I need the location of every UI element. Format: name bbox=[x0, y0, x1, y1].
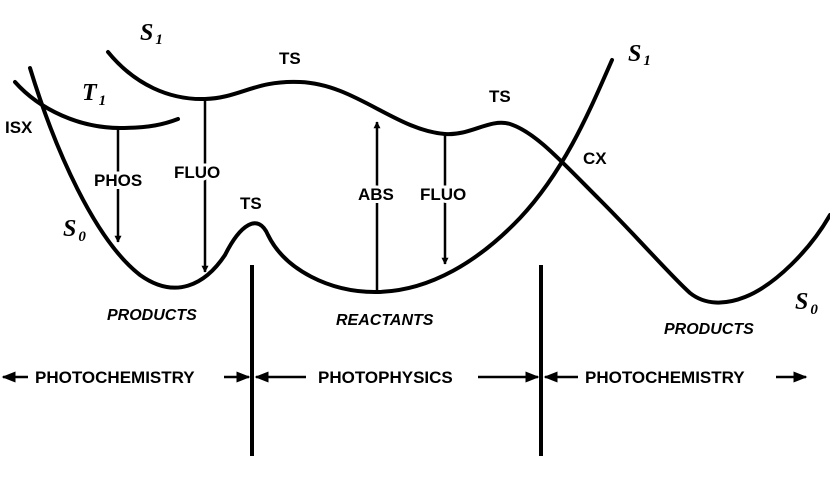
cx-label: CX bbox=[583, 149, 607, 168]
s0-curve bbox=[28, 58, 614, 294]
fluo-right-label: FLUO bbox=[420, 185, 466, 204]
abs-label: ABS bbox=[358, 185, 394, 204]
s1-curve bbox=[106, 50, 830, 305]
isx-label: ISX bbox=[5, 118, 33, 137]
products-left-label: PRODUCTS bbox=[107, 307, 197, 324]
phos-label: PHOS bbox=[94, 171, 142, 190]
ts-right-label: TS bbox=[489, 87, 511, 106]
fluo-left-label: FLUO bbox=[174, 163, 220, 182]
t1-curve bbox=[13, 80, 180, 130]
domain-right-label: PHOTOCHEMISTRY bbox=[585, 368, 745, 387]
domain-left-label: PHOTOCHEMISTRY bbox=[35, 368, 195, 387]
domain-middle-label: PHOTOPHYSICS bbox=[318, 368, 453, 387]
ts-bottom-label: TS bbox=[240, 194, 262, 213]
reactants-label: REACTANTS bbox=[336, 312, 434, 329]
products-right-label: PRODUCTS bbox=[664, 321, 754, 338]
ts-top-label: TS bbox=[279, 49, 301, 68]
